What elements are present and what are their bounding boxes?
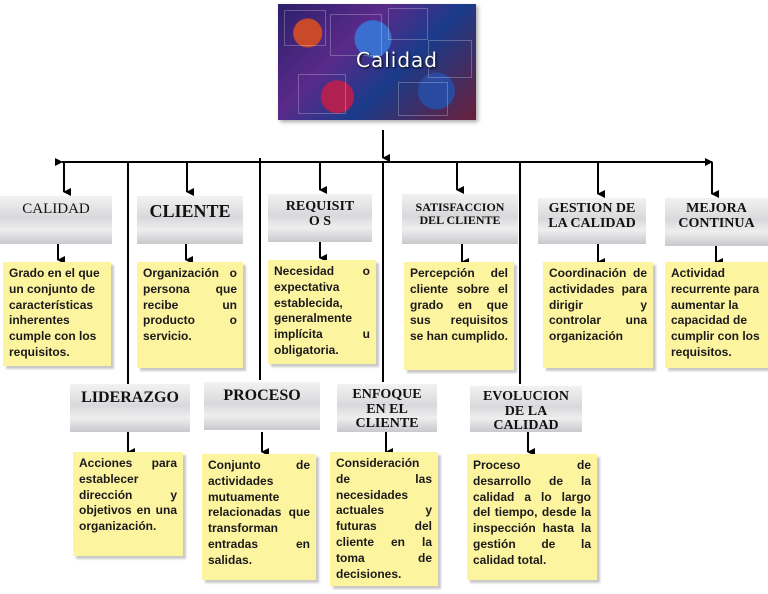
definition-enfoque: Consideración de las necesidades actuale…	[330, 452, 438, 586]
definition-satisfaccion: Percepción del cliente sobre el grado en…	[404, 262, 514, 370]
definition-requisitos: Necesidad o expectativa establecida, gen…	[268, 260, 376, 364]
definition-mejora: Actividad recurrente para aumentar la ca…	[665, 262, 768, 368]
header-cliente: CLIENTE	[137, 196, 243, 244]
definition-cliente: Organización o persona que recibe un pro…	[137, 262, 243, 368]
calidad-banner-image: Calidad	[278, 4, 476, 120]
header-liderazgo: LIDERAZGO	[70, 384, 190, 432]
header-mejora: MEJORA CONTINUA	[665, 198, 768, 246]
definition-calidad: Grado en el que un conjunto de caracterí…	[3, 262, 111, 366]
definition-proceso: Conjunto de actividades mutuamente relac…	[202, 454, 316, 580]
header-calidad: CALIDAD	[0, 196, 112, 244]
header-satisfaccion: SATISFACCION DEL CLIENTE	[402, 194, 518, 244]
header-proceso: PROCESO	[204, 382, 320, 430]
definition-evolucion: Proceso de desarrollo de la calidad a lo…	[467, 454, 597, 580]
definition-gestion: Coordinación de actividades para dirigir…	[543, 262, 653, 368]
header-enfoque: ENFOQUE EN EL CLIENTE	[337, 384, 437, 432]
header-requisitos: REQUISITO S	[268, 194, 372, 242]
banner-title: Calidad	[356, 48, 438, 72]
header-gestion: GESTION DE LA CALIDAD	[538, 198, 646, 244]
definition-liderazgo: Acciones para establecer dirección y obj…	[73, 452, 183, 556]
header-evolucion: EVOLUCION DE LA CALIDAD	[470, 386, 582, 432]
